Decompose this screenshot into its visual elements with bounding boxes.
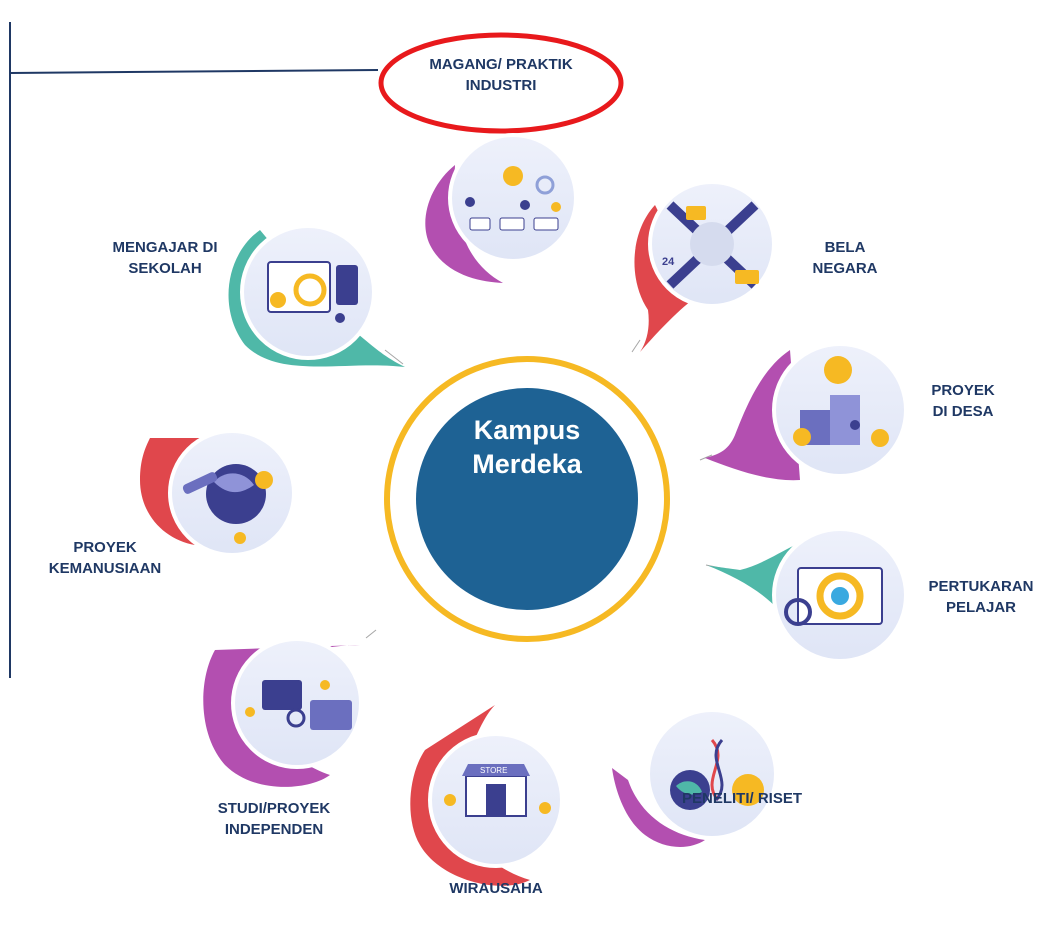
label-pertukaran-line2: PELAJAR [945,599,1016,616]
svg-text:24: 24 [662,256,675,268]
label-bela-negara-line1: BELA [824,239,866,256]
bubble-mengajar [228,224,405,367]
label-bela-negara: BELA NEGARA [800,237,890,279]
center-hub [384,356,670,642]
label-magang-line2: INDUSTRI [465,77,537,94]
entrepreneurship-illustration: STORE [444,764,551,817]
label-wirausaha: WIRAUSAHA [426,878,566,899]
bubble-pertukaran [706,527,908,663]
bubble-bela-negara: 24 [634,180,776,352]
label-kemanusiaan-line2: KEMANUSIAAN [48,560,162,577]
label-kemanusiaan-line1: PROYEK [73,539,137,556]
label-proyek-desa: PROYEK DI DESA [918,380,1008,422]
teaching-illustration [267,261,358,323]
center-title-line1: Kampus [473,415,581,445]
label-kemanusiaan: PROYEK KEMANUSIAAN [30,537,180,579]
defense-illustration: 24 [662,201,759,289]
center-title-line2: Merdeka [472,449,582,479]
village-project-illustration [793,356,889,447]
label-magang: MAGANG/ PRAKTIK INDUSTRI [410,54,592,96]
label-studi-line1: STUDI/PROYEK [217,800,331,817]
label-wirausaha-line1: WIRAUSAHA [449,880,543,897]
internship-illustration [465,166,561,231]
bubble-magang [425,133,578,283]
research-illustration [670,738,764,810]
label-proyek-desa-line2: DI DESA [932,403,994,420]
bubble-wirausaha: STORE [410,705,564,886]
label-bela-negara-line2: NEGARA [812,260,878,277]
label-pertukaran: PERTUKARAN PELAJAR [918,576,1044,618]
bracket-connector [9,22,379,678]
label-mengajar-line2: SEKOLAH [128,260,202,277]
center-title: Kampus Merdeka [417,413,637,481]
label-riset-line1: PENELITI/ RISET [681,790,802,807]
bubble-kemanusiaan [140,429,296,557]
label-pertukaran-line1: PERTUKARAN [928,578,1034,595]
bubble-studi [203,637,363,787]
label-studi: STUDI/PROYEK INDEPENDEN [204,798,344,840]
bubble-riset [612,708,778,847]
label-magang-line1: MAGANG/ PRAKTIK [429,56,573,73]
independent-study-illustration [245,680,352,730]
label-riset: PENELITI/ RISET [662,788,822,809]
svg-text:STORE: STORE [480,766,507,775]
student-exchange-illustration [784,567,883,626]
bubble-proyek-desa [705,342,908,481]
label-mengajar-line1: MENGAJAR DI [112,239,218,256]
label-studi-line2: INDEPENDEN [224,821,324,838]
humanitarian-illustration [182,464,273,544]
highlight-ellipse [378,32,624,134]
label-mengajar: MENGAJAR DI SEKOLAH [100,237,230,279]
label-proyek-desa-line1: PROYEK [931,382,995,399]
